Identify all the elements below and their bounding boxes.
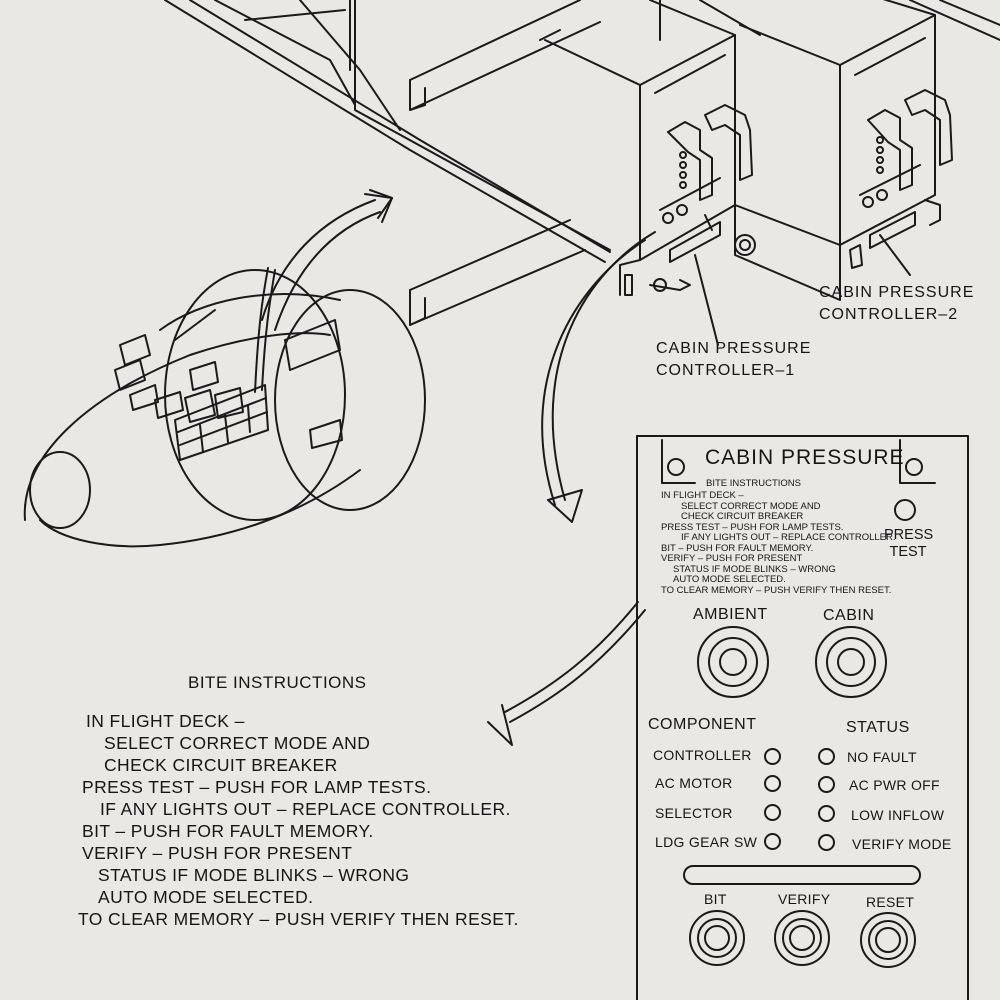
component-lamp-controller — [764, 748, 781, 765]
status-label-low-inflow: LOW INFLOW — [851, 807, 945, 823]
controller-2-unit — [734, 0, 953, 301]
panel-bite-line: IN FLIGHT DECK – — [661, 490, 744, 501]
status-lamp-no-fault — [818, 748, 835, 765]
panel-bite-heading: BITE INSTRUCTIONS — [706, 478, 802, 489]
component-label-controller: CONTROLLER — [653, 747, 752, 763]
ambient-gauge — [697, 626, 769, 698]
panel-bite-line: PRESS TEST – PUSH FOR LAMP TESTS. — [661, 521, 844, 533]
enlarged-bite-instructions: IN FLIGHT DECK – SELECT CORRECT MODE AND… — [78, 710, 519, 930]
enlarged-bite-line: VERIFY – PUSH FOR PRESENT — [82, 843, 353, 863]
verify-button-label: VERIFY — [778, 891, 831, 907]
reset-button[interactable] — [860, 912, 916, 968]
reset-button-label: RESET — [866, 894, 915, 910]
arrow-panel-to-instructions — [487, 601, 646, 746]
bit-button[interactable] — [689, 910, 745, 966]
component-label-selector: SELECTOR — [655, 805, 733, 821]
enlarged-bite-line: AUTO MODE SELECTED. — [98, 887, 314, 907]
component-lamp-ldg-gear-sw — [764, 833, 781, 850]
leader-controller-1 — [694, 254, 719, 346]
status-lamp-ac-pwr-off — [818, 776, 835, 793]
component-lamp-ac-motor — [764, 775, 781, 792]
status-label-verify-mode: VERIFY MODE — [852, 836, 952, 852]
enlarged-bite-line: STATUS IF MODE BLINKS – WRONG — [98, 865, 410, 885]
status-label-no-fault: NO FAULT — [847, 749, 917, 765]
enlarged-bite-line: CHECK CIRCUIT BREAKER — [104, 755, 338, 775]
status-label-ac-pwr-off: AC PWR OFF — [849, 777, 940, 793]
press-test-button-label[interactable]: PRESS TEST — [884, 527, 934, 561]
rack-enclosure — [354, 0, 1000, 251]
status-lamp-verify-mode — [818, 834, 835, 851]
controller-1-label: CABIN PRESSURE CONTROLLER–1 — [656, 338, 811, 382]
enlarged-bite-line: IN FLIGHT DECK – — [86, 711, 245, 731]
enlarged-bite-line: PRESS TEST – PUSH FOR LAMP TESTS. — [82, 777, 432, 797]
controller-2-label: CABIN PRESSURE CONTROLLER–2 — [819, 282, 974, 326]
leader-controller-2 — [879, 234, 911, 276]
component-label-ac-motor: AC MOTOR — [655, 775, 733, 791]
enlarged-bite-line: BIT – PUSH FOR FAULT MEMORY. — [82, 821, 374, 841]
component-label-ldg-gear-sw: LDG GEAR SW — [655, 834, 758, 850]
component-heading: COMPONENT — [648, 716, 757, 733]
panel-title: CABIN PRESSURE — [705, 446, 905, 469]
panel-bite-line: IF ANY LIGHTS OUT – REPLACE CONTROLLER. — [681, 532, 896, 543]
verify-button[interactable] — [774, 910, 830, 966]
cabin-pressure-panel-frame — [636, 435, 969, 1000]
enlarged-bite-line: IF ANY LIGHTS OUT – REPLACE CONTROLLER. — [100, 799, 511, 819]
panel-bite-line: AUTO MODE SELECTED. — [673, 574, 786, 585]
arrow-nose-to-rack — [261, 189, 393, 331]
ambient-label: AMBIENT — [693, 606, 768, 623]
enlarged-bite-line: TO CLEAR MEMORY – PUSH VERIFY THEN RESET… — [78, 909, 519, 929]
bit-button-label: BIT — [704, 891, 727, 907]
upper-rail — [409, 0, 601, 111]
status-lamp-low-inflow — [818, 805, 835, 822]
lower-rail — [409, 219, 586, 326]
enlarged-bite-line: SELECT CORRECT MODE AND — [104, 733, 371, 753]
cabin-gauge — [815, 626, 887, 698]
press-test-lamp — [894, 499, 916, 521]
status-heading: STATUS — [846, 719, 910, 736]
press-test-label-line: PRESS — [884, 527, 934, 543]
panel-bite-line: TO CLEAR MEMORY – PUSH VERIFY THEN RESET… — [661, 584, 892, 596]
component-lamp-selector — [764, 804, 781, 821]
panel-bite-line: CHECK CIRCUIT BREAKER — [681, 511, 804, 522]
arrow-controller-to-panel — [541, 231, 656, 523]
controller-1-label-line: CABIN PRESSURE — [656, 340, 812, 357]
press-test-label-line: TEST — [889, 544, 927, 560]
controller-2-label-line: CABIN PRESSURE — [819, 284, 975, 301]
panel-bite-line: SELECT CORRECT MODE AND — [681, 500, 821, 512]
controller-2-label-line: CONTROLLER–2 — [819, 306, 959, 323]
aircraft-nose — [23, 267, 426, 548]
cabin-label: CABIN — [823, 607, 875, 624]
panel-bite-instructions: IN FLIGHT DECK – SELECT CORRECT MODE AND… — [661, 490, 896, 596]
enlarged-bite-heading: BITE INSTRUCTIONS — [188, 673, 367, 692]
panel-bite-line: BIT – PUSH FOR FAULT MEMORY. — [661, 542, 814, 554]
controller-1-label-line: CONTROLLER–1 — [656, 362, 796, 379]
panel-bite-line: STATUS IF MODE BLINKS – WRONG — [673, 563, 836, 575]
panel-bite-line: VERIFY – PUSH FOR PRESENT — [661, 553, 803, 564]
controller-1-unit — [544, 0, 756, 296]
